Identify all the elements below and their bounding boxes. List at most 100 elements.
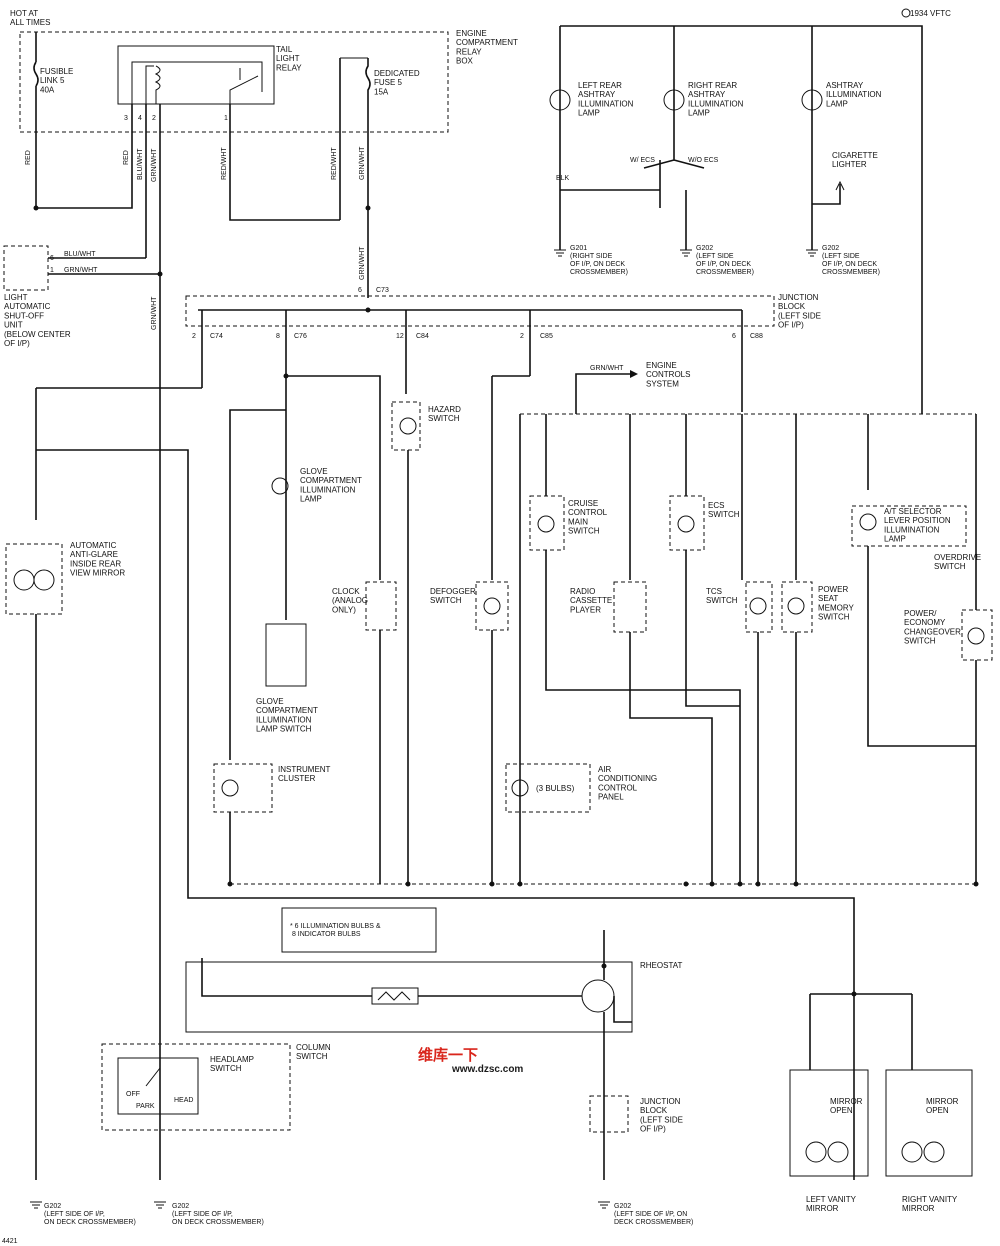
note-text: * 6 ILLUMINATION BULBS & 8 INDICATOR BUL… xyxy=(290,923,381,938)
wire-label: BLU/WHT xyxy=(64,251,96,258)
svg-text:C84: C84 xyxy=(416,333,429,340)
relay-pin-4: 4 xyxy=(138,115,142,122)
component-outlines xyxy=(5,401,993,813)
wo-ecs: W/O ECS xyxy=(688,157,719,164)
svg-text:C88: C88 xyxy=(750,333,763,340)
c73-label: C73 xyxy=(376,287,389,294)
wire-label: GRN/WHT xyxy=(590,365,624,372)
wire-label: GRN/WHT xyxy=(359,246,366,280)
relay-box-outline xyxy=(19,31,449,133)
svg-text:6: 6 xyxy=(732,333,736,340)
rheostat-label: RHEOSTAT xyxy=(640,961,682,970)
headlamp-switch xyxy=(117,1057,199,1115)
lower-junction xyxy=(589,1095,629,1133)
right-vanity-box xyxy=(885,1069,973,1177)
wire-label: BLU/WHT xyxy=(137,148,144,180)
dedicated-fuse-wire xyxy=(365,58,371,230)
note-box xyxy=(281,907,437,953)
wire-label: RED xyxy=(25,150,32,165)
wire-label: RED/WHT xyxy=(221,147,228,180)
left-vanity-box xyxy=(789,1069,869,1177)
watermark-url: www.dzsc.com xyxy=(451,1064,523,1075)
ref-code: 1934 VFTC xyxy=(910,9,951,18)
corner-id: 4421 xyxy=(2,1238,18,1245)
relay-pin-3: 3 xyxy=(124,115,128,122)
wire-label: GRN/WHT xyxy=(151,148,158,182)
watermark-cn: 维库一下 xyxy=(418,1046,478,1064)
relay-coil-contacts xyxy=(131,61,263,104)
svg-text:12: 12 xyxy=(396,333,404,340)
rheostat-box xyxy=(185,961,633,1033)
relay-pin-1: 1 xyxy=(224,115,228,122)
fusible-link-wire xyxy=(33,32,39,208)
wire-label: GRN/WHT xyxy=(359,146,366,180)
relay-pin-2: 2 xyxy=(152,115,156,122)
svg-text:C85: C85 xyxy=(540,333,553,340)
shutoff-unit xyxy=(3,245,49,291)
shutoff-pin-1: 1 xyxy=(50,267,54,274)
wire-label: RED/WHT xyxy=(331,147,338,180)
off-pos: OFF xyxy=(126,1091,140,1098)
svg-text:2: 2 xyxy=(192,333,196,340)
wire-label: RED xyxy=(123,150,130,165)
wire-label: GRN/WHT xyxy=(64,267,98,274)
junction-connectors: 2 C74 8 C76 12 C84 2 C85 6 C88 xyxy=(192,310,763,412)
svg-text:C76: C76 xyxy=(294,333,307,340)
g202-left-1: G202(LEFT SIDE OF I/P,ON DECK CROSSMEMBE… xyxy=(44,1203,136,1226)
w-ecs: W/ ECS xyxy=(630,157,655,164)
svg-text:C74: C74 xyxy=(210,333,223,340)
tail-light-relay xyxy=(117,45,275,105)
svg-text:8: 8 xyxy=(276,333,280,340)
junction-block xyxy=(185,295,775,327)
wire-label: GRN/WHT xyxy=(151,296,158,330)
g202-left-2: G202(LEFT SIDE OF I/P,ON DECK CROSSMEMBE… xyxy=(172,1203,264,1226)
park-pos: PARK xyxy=(136,1103,155,1110)
svg-text:2: 2 xyxy=(520,333,524,340)
head-pos: HEAD xyxy=(174,1097,193,1104)
wire-label: BLK xyxy=(556,175,570,182)
column-switch xyxy=(101,1043,291,1131)
c73-pin: 6 xyxy=(358,287,362,294)
